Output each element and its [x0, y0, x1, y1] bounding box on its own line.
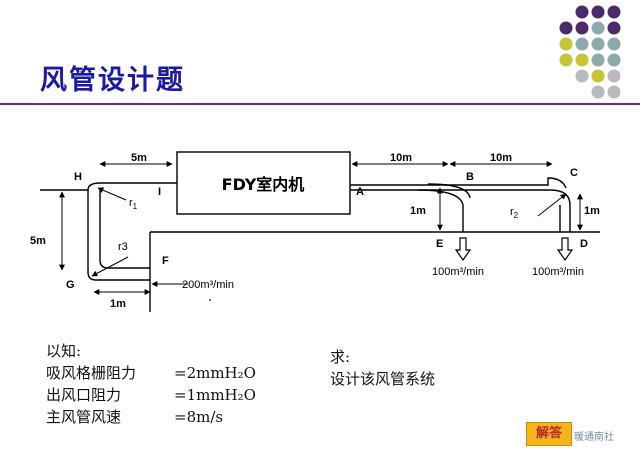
duct-top-line: [40, 182, 177, 191]
given-row: 出风口阻力 =1mmH₂O: [46, 384, 256, 406]
point-g-label: G: [66, 279, 75, 291]
duct-top-line-right: [350, 189, 571, 212]
page-title: 风管设计题: [40, 65, 185, 96]
decor-dot: [559, 21, 573, 35]
given-value: =1mmH₂O: [174, 386, 256, 404]
dim-10m-b-label: 10m: [490, 152, 512, 164]
point-h-label: H: [74, 171, 82, 183]
answer-button[interactable]: 解答: [526, 422, 572, 446]
decor-dot: [591, 21, 605, 35]
flow-d-label: 100m³/min: [532, 266, 584, 278]
decor-dot: [575, 21, 589, 35]
given-key: 主风管风速: [46, 408, 122, 426]
given-key: 吸风格栅阻力: [46, 364, 137, 382]
duct-left-riser-outer: [87, 190, 150, 281]
r3-label: r3: [118, 241, 128, 253]
decor-dot: [607, 21, 621, 35]
decorative-dot-grid: [559, 5, 621, 99]
r2-label: r2: [510, 206, 519, 220]
flow-f-label: 200m³/min: [182, 279, 234, 291]
decor-dot: [607, 53, 621, 67]
point-c-label: C: [570, 167, 578, 179]
decor-dot: [559, 37, 573, 51]
branch-e-outer: [417, 189, 464, 232]
point-a-label: A: [356, 186, 364, 198]
decor-dot: [575, 5, 589, 19]
stray-dot: [209, 299, 211, 301]
dim-1m-e-label: 1m: [410, 205, 426, 217]
r1-leader: [97, 187, 127, 201]
dim-1m-c-label: 1m: [584, 205, 600, 217]
decor-dot: [591, 85, 605, 99]
question-block: 求: 设计该风管系统: [330, 346, 435, 390]
decor-dot: [591, 69, 605, 83]
point-e-label: E: [436, 238, 443, 250]
point-d-label: D: [580, 238, 588, 250]
watermark-text: 暖通南社: [574, 432, 614, 443]
decor-dot: [591, 53, 605, 67]
given-row: 主风管风速 =8m/s: [46, 406, 256, 428]
decor-dot: [607, 37, 621, 51]
branch-e-inner: [427, 183, 471, 199]
point-f-label: F: [162, 255, 169, 267]
given-row: 吸风格栅阻力 =2mmH₂O: [46, 362, 256, 384]
given-conditions: 以知: 吸风格栅阻力 =2mmH₂O 出风口阻力 =1mmH₂O 主风管风速 =…: [46, 340, 256, 428]
outlet-d-arrow: [556, 237, 574, 262]
decor-dot: [607, 69, 621, 83]
decor-dot: [591, 37, 605, 51]
decor-dot: [575, 37, 589, 51]
given-value: =2mmH₂O: [174, 364, 256, 382]
question-heading: 求:: [330, 348, 351, 366]
r1-label: r1: [129, 197, 138, 211]
dim-5m-top-label: 5m: [131, 152, 147, 164]
r3-leader: [91, 256, 129, 277]
decor-dot: [575, 53, 589, 67]
indoor-unit-label: FDY室内机: [222, 175, 305, 194]
decor-dot: [607, 85, 621, 99]
decor-dot: [559, 53, 573, 67]
duct-upper-right: [350, 177, 567, 189]
point-b-label: B: [466, 171, 474, 183]
dim-1m-bottom-label: 1m: [110, 298, 126, 310]
decor-dot: [591, 5, 605, 19]
flow-e-label: 100m³/min: [432, 266, 484, 278]
dim-5m-left-label: 5m: [30, 235, 46, 247]
outlet-e-arrow: [454, 237, 472, 262]
given-heading: 以知:: [46, 342, 82, 360]
point-i-label: I: [158, 186, 161, 198]
given-value: =8m/s: [174, 408, 224, 426]
title-divider: [0, 103, 640, 105]
duct-left-riser-inner: [99, 190, 150, 269]
decor-dot: [607, 5, 621, 19]
given-key: 出风口阻力: [46, 386, 122, 404]
decor-dot: [575, 69, 589, 83]
question-text: 设计该风管系统: [330, 370, 436, 388]
r2-leader: [537, 193, 567, 217]
dim-10m-a-label: 10m: [390, 152, 412, 164]
duct-diagram: 5m 10m 10m 5m 1m 1m 1m H I A B C E D G F…: [30, 151, 600, 312]
